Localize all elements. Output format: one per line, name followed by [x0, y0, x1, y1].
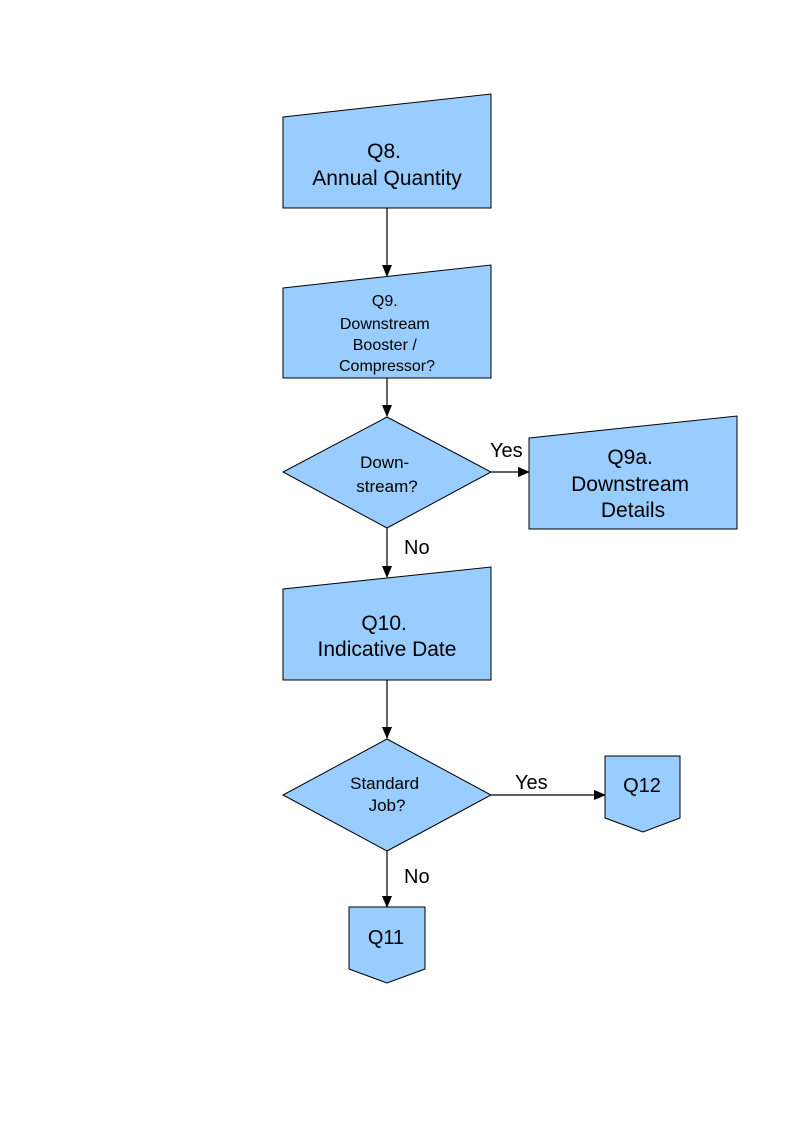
node-downstream-decision: Down- stream? — [281, 416, 493, 529]
node-q10-indicative-date: Q10. Indicative Date — [282, 566, 492, 681]
q12-text: Q12 — [623, 775, 661, 797]
q11-shape — [348, 906, 426, 984]
standard-job-yes-label: Yes — [515, 772, 548, 794]
downstream-decision-shape — [281, 416, 493, 529]
node-q8-annual-quantity: Q8. Annual Quantity — [282, 93, 492, 209]
downstream-no-label: No — [404, 537, 430, 559]
node-q12-off-page-connector: Q12 — [604, 755, 681, 833]
q12-shape — [604, 755, 681, 833]
standard-job-no-label: No — [404, 866, 430, 888]
q10-shape — [282, 566, 492, 681]
q9a-text: Q9a. Downstream Details — [571, 446, 695, 522]
node-q9a-downstream-details: Q9a. Downstream Details — [528, 415, 738, 530]
q9-text: Q9. Downstream Booster / Compressor? — [339, 293, 435, 375]
downstream-decision-text: Down- stream? — [356, 453, 417, 496]
node-q11-off-page-connector: Q11 — [348, 906, 426, 984]
node-standard-job-decision: Standard Job? — [281, 738, 493, 852]
standard-job-decision-shape — [281, 738, 493, 852]
q10-text: Q10. Indicative Date — [318, 612, 457, 661]
standard-job-decision-text: Standard Job? — [350, 774, 424, 815]
q9-shape — [282, 264, 492, 379]
q9a-shape — [528, 415, 738, 530]
downstream-yes-label: Yes — [490, 440, 523, 462]
q11-text: Q11 — [368, 927, 404, 949]
node-q9-downstream-booster: Q9. Downstream Booster / Compressor? — [282, 264, 492, 379]
connectors — [382, 208, 606, 908]
q8-text: Q8. Annual Quantity — [312, 140, 462, 190]
q8-shape — [282, 93, 492, 209]
